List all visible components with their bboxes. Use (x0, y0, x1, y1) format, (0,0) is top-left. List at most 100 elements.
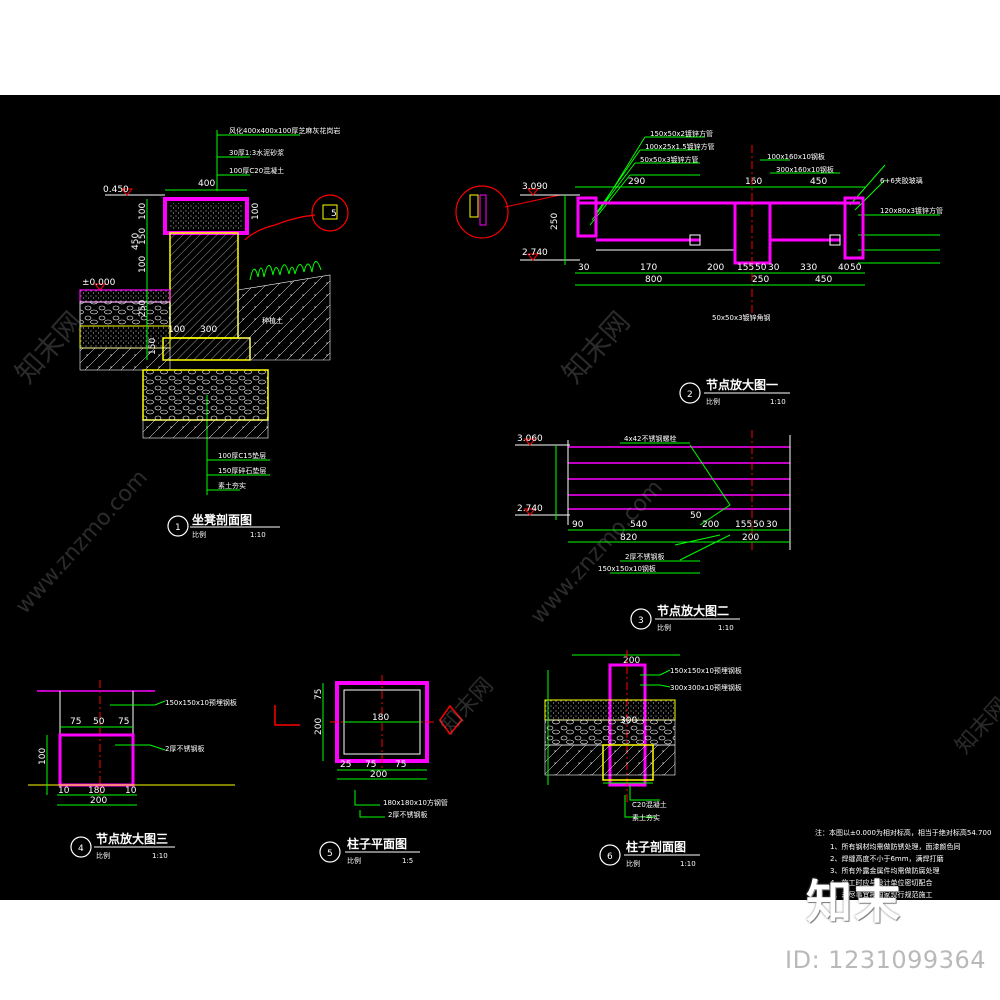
view2-dim-top-left: 290 (628, 177, 645, 187)
view1-elev-top: 0.450 (103, 185, 129, 195)
view2-dim-b5: 50 (755, 263, 767, 273)
view3-dim-mid: 200 (742, 533, 759, 543)
view2-dim-b1: 30 (578, 263, 590, 273)
view4-dim-r2a: 10 (58, 786, 70, 796)
view2-dim-mid: 250 (752, 275, 769, 285)
view3-leaders (610, 442, 731, 574)
view3-dim-total: 820 (620, 533, 637, 543)
view1-bench-body (169, 232, 239, 339)
view4-dim-r2b: 180 (88, 786, 105, 796)
brand-logo: 知末 (806, 875, 902, 929)
view6-callout-4: 素土夯实 (632, 813, 660, 822)
view2-elev-top: 3.090 (522, 182, 548, 192)
view2-dim-b8: 40 (838, 263, 850, 273)
watermark-cn-4: 知末网 (951, 693, 1000, 759)
view1-callout-4: 100厚C15垫层 (218, 451, 266, 460)
view2-callout-3: 50x50x3镀锌方管 (640, 155, 699, 164)
view1-cap-fill (169, 203, 243, 229)
view1-dim-h7: 150 (148, 338, 158, 355)
view2-title: 节点放大图一 (706, 377, 778, 392)
view3-detail-two: 3.060 2.740 4x42不锈钢螺栓 2厚不锈钢板 150x150x10钢… (515, 430, 791, 632)
view6-number: 6 (607, 852, 613, 862)
view1-callout-3: 100厚C20混凝土 (229, 166, 284, 175)
image-id-label: ID: 1231099364 (785, 946, 986, 974)
view5-number: 5 (327, 849, 333, 859)
view6-callout-1: 150x150x10预埋钢板 (670, 666, 742, 675)
view1-detail-mark: 5 (331, 209, 337, 219)
view6-scale-label: 比例 (626, 859, 640, 868)
view3-dim-b6: 30 (766, 520, 778, 530)
view3-dim-b2: 540 (630, 520, 647, 530)
view1-callout-6: 素土夯实 (218, 481, 246, 490)
view1-dim-h3: 100 (138, 256, 148, 273)
view2-callout-7: 6+6夹胶玻璃 (880, 176, 923, 185)
view5-title: 柱子平面图 (347, 836, 407, 851)
view6-dim-top: 200 (623, 656, 640, 666)
view5-section-arrow (439, 704, 463, 736)
view1-dim-h1: 100 (138, 203, 148, 220)
view1-callout-2: 30厚1:3水泥砂浆 (229, 148, 284, 157)
view5-dim-inner: 180 (372, 713, 389, 723)
view4-dim-r1a: 75 (70, 717, 81, 727)
watermark-cn-2: 知末网 (556, 305, 637, 390)
view1-dim-width: 400 (198, 179, 215, 189)
view3-dim-b5: 50 (753, 520, 765, 530)
view1-bench-section: 风化400x400x100厚芝麻灰花岗岩 30厚1:3水泥砂浆 100厚C20混… (79, 126, 349, 539)
view5-dim-total: 200 (370, 770, 387, 780)
view3-dim-b1: 90 (572, 520, 584, 530)
view2-dim-v: 250 (550, 213, 560, 230)
view3-scale-label: 比例 (657, 623, 671, 632)
view2-callout-8: 50x50x3镀锌角钢 (712, 313, 771, 322)
notes-item-4: 4、施工时应与设计单位密切配合 (830, 878, 932, 887)
notes-heading: 注：本图以±0.000为相对标高，相当于绝对标高54.700 (815, 828, 991, 837)
view2-callout-6: 120x80x3镀锌方管 (880, 206, 943, 215)
view2-callout-2: 100x25x1.5镀锌方管 (645, 142, 715, 151)
cad-drawing: 风化400x400x100厚芝麻灰花岗岩 30厚1:3水泥砂浆 100厚C20混… (9, 126, 1000, 899)
view6-callout-2: 300x300x10预埋钢板 (670, 683, 742, 692)
view2-leaders (589, 136, 940, 264)
view1-grass (249, 261, 322, 281)
view4-title: 节点放大图三 (96, 831, 168, 846)
view3-callout-3: 150x150x10钢板 (598, 564, 656, 573)
view3-callout-1: 4x42不锈钢螺栓 (624, 434, 677, 443)
view3-elev-top: 3.060 (517, 434, 543, 444)
view4-scale: 1:10 (152, 852, 168, 860)
view1-dim-h4: 450 (131, 233, 141, 250)
view2-elev-bottom: 2.740 (522, 248, 548, 258)
view4-callout-1: 150x150x10预埋钢板 (165, 698, 237, 707)
view6-callout-3: C20混凝土 (632, 800, 667, 809)
view5-dim-b3: 75 (395, 760, 406, 770)
view4-scale-label: 比例 (96, 851, 110, 860)
view3-scale: 1:10 (718, 624, 734, 632)
view2-number: 2 (687, 390, 693, 400)
view1-dim-h6: 100 (251, 203, 261, 220)
view3-callout-2: 2厚不锈钢板 (625, 552, 664, 561)
view2-scale-label: 比例 (706, 397, 720, 406)
view4-dim-r1b: 50 (93, 717, 105, 727)
view5-column-plan: 180 75 200 25 75 75 200 180x180x10方钢管 2厚… (274, 675, 463, 865)
view5-dim-b2: 75 (365, 760, 376, 770)
view3-dim-50: 50 (690, 511, 702, 521)
view1-paving (79, 289, 171, 303)
view1-scale: 1:10 (250, 531, 266, 539)
view5-callout-1: 180x180x10方钢管 (383, 798, 448, 807)
view4-plate (58, 733, 135, 787)
view1-elev-ground: ±0.000 (82, 278, 116, 288)
view4-dim-h: 100 (38, 748, 48, 765)
cad-drawing-canvas: 风化400x400x100厚芝麻灰花岗岩 30厚1:3水泥砂浆 100厚C20混… (0, 95, 1000, 900)
view2-dim-b4: 155 (737, 263, 754, 273)
view5-dim-s1: 75 (314, 689, 324, 700)
notes-item-5: 5、未尽事宜按国家现行规范施工 (830, 890, 932, 899)
view1-callout-1: 风化400x400x100厚芝麻灰花岗岩 (229, 126, 340, 135)
view6-title: 柱子剖面图 (626, 839, 686, 854)
view1-number: 1 (175, 523, 181, 533)
view1-soil-label: 种植土 (262, 316, 283, 325)
watermark-url-1: www.znzmo.com (11, 465, 153, 619)
view6-column-section: 200 300 150x150x10预埋钢板 300x300x10预埋钢板 C2… (544, 650, 742, 868)
view2-detail-bubble (455, 185, 509, 239)
view4-dim-r1c: 75 (118, 717, 129, 727)
view1-foundation (142, 369, 269, 421)
view6-footing (602, 744, 654, 781)
view2-dim-b7: 330 (800, 263, 817, 273)
view2-dim-b2: 170 (640, 263, 657, 273)
